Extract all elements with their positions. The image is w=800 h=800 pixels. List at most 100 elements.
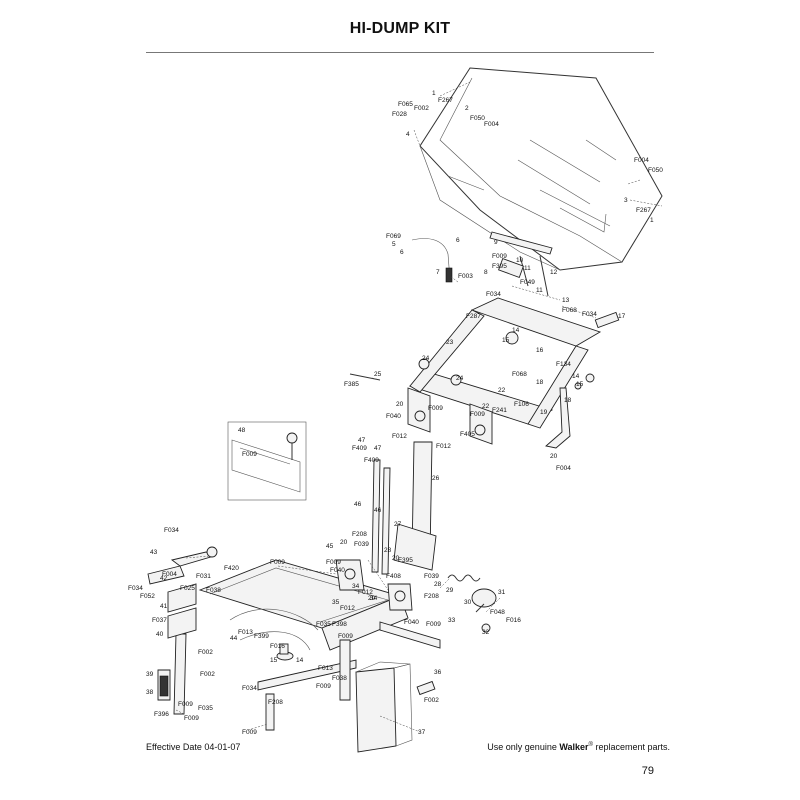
leader-lines (175, 81, 663, 733)
part-callout: F267 (636, 207, 651, 214)
part-callout: F106 (514, 401, 529, 408)
part-callout: 35 (332, 599, 340, 606)
part-callout: F408 (386, 573, 401, 580)
part-callout: 18 (564, 397, 572, 404)
part-callout: 25 (374, 371, 382, 378)
part-callout: F013 (318, 665, 333, 672)
part-callout: F052 (140, 593, 155, 600)
part-callout: 20 (396, 401, 404, 408)
part-callout: F405 (460, 431, 475, 438)
chute (355, 661, 436, 753)
part-callout: F016 (270, 643, 285, 650)
part-callout: F035 (316, 621, 331, 628)
part-callout: F009 (242, 451, 257, 458)
part-callout: F040 (386, 413, 401, 420)
part-callout: F409 (364, 457, 379, 464)
part-callout: F048 (490, 609, 505, 616)
part-callout: 22 (482, 403, 490, 410)
left-bracket-assembly (147, 546, 218, 701)
part-callout: F267 (438, 97, 453, 104)
part-callout: 13 (562, 297, 570, 304)
part-callout: F004 (556, 465, 571, 472)
part-callout: 15 (270, 657, 278, 664)
part-callout: F068 (562, 307, 577, 314)
part-callout: F208 (352, 531, 367, 538)
part-callout: 37 (418, 729, 426, 736)
registered-mark: ® (588, 742, 593, 748)
part-callout: F049 (520, 279, 535, 286)
part-callout: F241 (492, 407, 507, 414)
part-callout: F034 (486, 291, 501, 298)
part-callout: F002 (198, 649, 213, 656)
part-callout: F395 (398, 557, 413, 564)
part-callout: 1 (432, 90, 436, 97)
part-callout: 20 (368, 595, 376, 602)
part-callout: F009 (316, 683, 331, 690)
part-callout: F002 (414, 105, 429, 112)
part-callout: 36 (434, 669, 442, 676)
part-callout: F012 (340, 605, 355, 612)
part-callout: 4 (406, 131, 410, 138)
part-callout: 30 (464, 599, 472, 606)
part-callout: F009 (326, 559, 341, 566)
part-callout: 3 (624, 197, 628, 204)
part-callout: 20 (392, 555, 400, 562)
part-callout: 15 (502, 337, 510, 344)
part-callout: 14 (512, 327, 520, 334)
note-suffix: replacement parts. (592, 742, 670, 752)
spring-and-roller (447, 574, 497, 633)
lift-tubes (371, 441, 437, 575)
part-callout: F134 (556, 361, 571, 368)
part-callout: 41 (160, 603, 168, 610)
part-callout: F031 (196, 573, 211, 580)
part-callout: 19 (540, 409, 548, 416)
part-callout: F409 (352, 445, 367, 452)
part-callout: F395 (492, 263, 507, 270)
part-callout: F208 (268, 699, 283, 706)
part-callout: F050 (648, 167, 663, 174)
part-callout: F009 (184, 715, 199, 722)
part-callout: F012 (436, 443, 451, 450)
part-callout: 48 (238, 427, 246, 434)
part-callout: 29 (446, 587, 454, 594)
part-callout: F009 (338, 633, 353, 640)
part-callout: 14 (296, 657, 304, 664)
brand-name: Walker (559, 742, 589, 752)
part-callout: 33 (448, 617, 456, 624)
part-callout: F004 (634, 157, 649, 164)
part-callout: 47 (374, 445, 382, 452)
side-link-arm (545, 373, 595, 449)
part-callout: F013 (238, 629, 253, 636)
part-callout: F069 (386, 233, 401, 240)
title-divider (146, 52, 654, 53)
part-callout: 14 (572, 373, 580, 380)
part-callout: 42 (160, 575, 168, 582)
part-callout: 9 (494, 239, 498, 246)
part-callout: F034 (164, 527, 179, 534)
page-title: HI-DUMP KIT (349, 20, 451, 37)
part-callout: 7 (436, 269, 440, 276)
effective-date: Effective Date 04-01-07 (146, 742, 241, 752)
part-callout: 47 (358, 437, 366, 444)
main-frame (173, 559, 441, 731)
part-callout: 32 (482, 629, 490, 636)
part-callout: F399 (254, 633, 269, 640)
part-callout: 18 (536, 379, 544, 386)
part-callout: F038 (332, 675, 347, 682)
part-callout: 1 (650, 217, 654, 224)
part-callout: F009 (242, 729, 257, 736)
part-callout: F034 (582, 311, 597, 318)
part-callout: F038 (206, 587, 221, 594)
part-callout: 39 (146, 671, 154, 678)
part-callout: 43 (150, 549, 158, 556)
part-callout: 2 (465, 105, 469, 112)
part-callout: 16 (536, 347, 544, 354)
page-number: 79 (641, 765, 654, 777)
part-callout: F012 (358, 589, 373, 596)
part-callout: 24 (422, 355, 430, 362)
part-callout: F068 (512, 371, 527, 378)
genuine-parts-note: Use only genuine Walker® replacement par… (487, 742, 670, 752)
part-callout: 8 (484, 269, 488, 276)
part-callout: 23 (446, 339, 454, 346)
part-callout: F037 (152, 617, 167, 624)
